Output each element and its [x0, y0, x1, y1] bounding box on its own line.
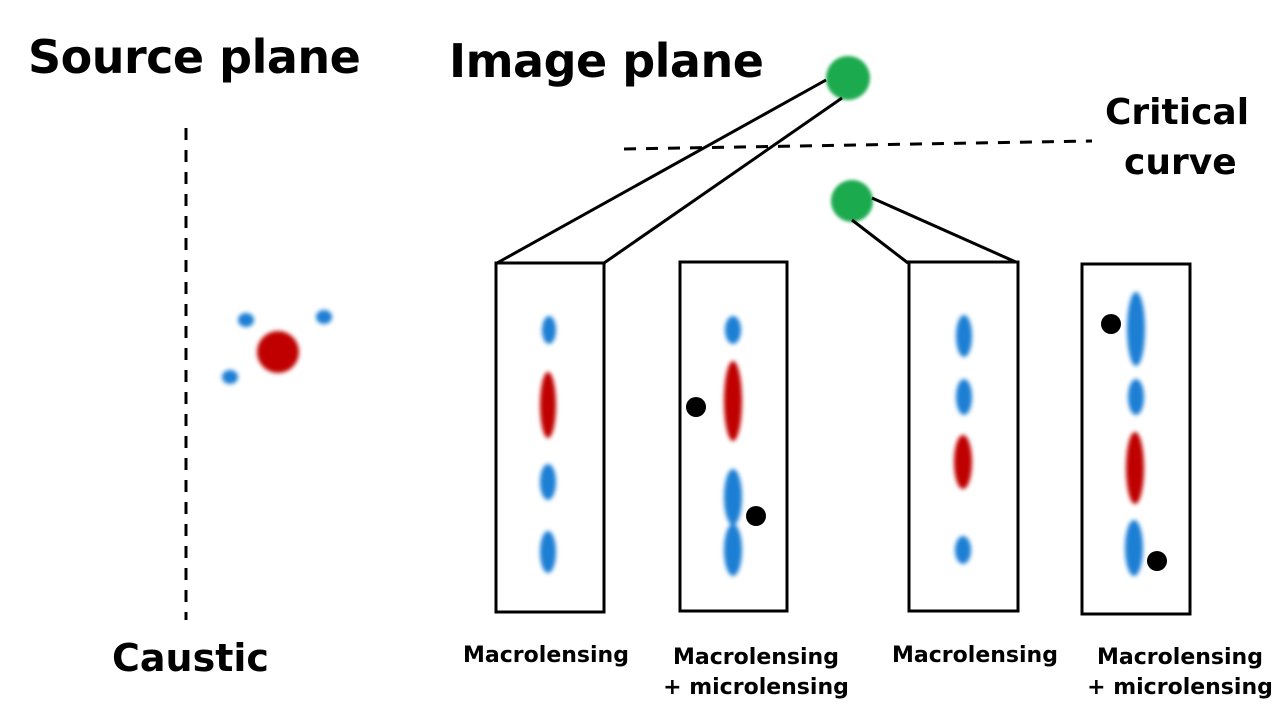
lensed-image-green-bottom	[831, 180, 873, 222]
microlens-star	[746, 506, 766, 526]
critical-curve-label-line2: curve	[1124, 142, 1237, 183]
panel-1-images	[540, 316, 556, 573]
lensed-image-green-top	[826, 56, 870, 100]
caustic-label: Caustic	[112, 636, 269, 680]
source-plane-title: Source plane	[28, 30, 361, 84]
source-quasar-blue-3	[222, 370, 238, 384]
panel-4-caption-line2: + microlensing	[1087, 675, 1273, 700]
panel-boxes	[494, 260, 1192, 616]
panel-1-caption-line1: Macrolensing	[463, 643, 629, 668]
zoom-lines	[496, 78, 1019, 265]
source-host-red	[257, 331, 299, 373]
panel-2-caption-line2: + microlensing	[663, 675, 849, 700]
panel-3-caption: Macrolensing	[884, 641, 1066, 671]
panel-4-caption-line1: Macrolensing	[1097, 645, 1263, 670]
source-plane-sources	[222, 310, 332, 384]
panel-3-images	[954, 315, 972, 564]
image-plane-title: Image plane	[449, 34, 764, 88]
panel-2-images	[724, 316, 742, 576]
panel-4-microlenses	[1101, 314, 1167, 571]
source-quasar-blue-1	[238, 313, 254, 327]
panel-4-images	[1125, 292, 1145, 576]
panel-3-caption-line1: Macrolensing	[892, 643, 1058, 668]
critical-curve-line	[623, 139, 1093, 151]
microlens-star	[686, 397, 706, 417]
source-quasar-blue-2	[316, 310, 332, 324]
microlens-star	[1147, 551, 1167, 571]
panel-2-caption-line1: Macrolensing	[673, 645, 839, 670]
panel-2-caption: Macrolensing + microlensing	[656, 643, 856, 703]
panel-2-microlenses	[686, 397, 766, 526]
panel-4-caption: Macrolensing + microlensing	[1080, 643, 1280, 703]
critical-curve-label-line1: Critical	[1105, 92, 1250, 133]
microlens-star	[1101, 314, 1121, 334]
panel-1-caption: Macrolensing	[455, 641, 637, 671]
